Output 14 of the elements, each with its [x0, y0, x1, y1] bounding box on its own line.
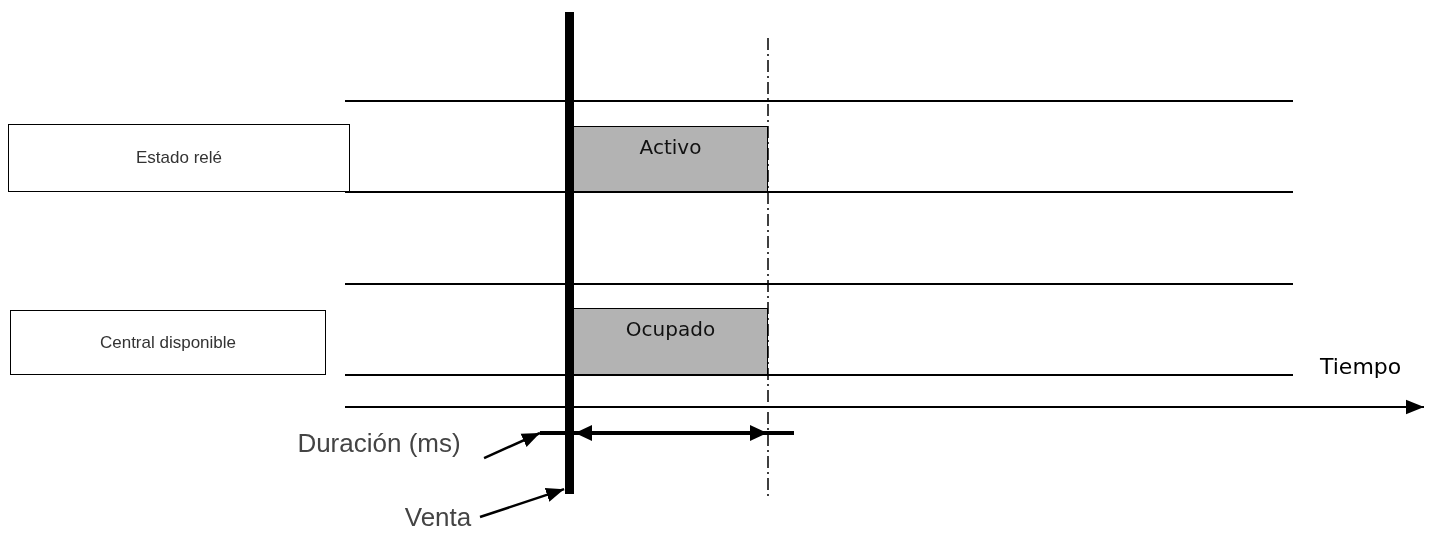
dimension-line — [540, 424, 794, 442]
leader-label: Venta — [404, 501, 472, 533]
leader-line — [483, 431, 541, 460]
box-label: Central disponible — [99, 332, 237, 353]
box-label: Activo — [639, 135, 702, 159]
state-box — [8, 124, 350, 192]
leader-line — [479, 488, 565, 519]
busy-block — [573, 308, 768, 375]
box-label: Estado relé — [136, 148, 222, 168]
axis-label: Tiempo — [1320, 354, 1402, 379]
leader-label: Duración (ms) — [297, 427, 461, 459]
active-block — [573, 126, 768, 192]
box-label: Ocupado — [625, 317, 716, 341]
state-box — [10, 310, 326, 375]
